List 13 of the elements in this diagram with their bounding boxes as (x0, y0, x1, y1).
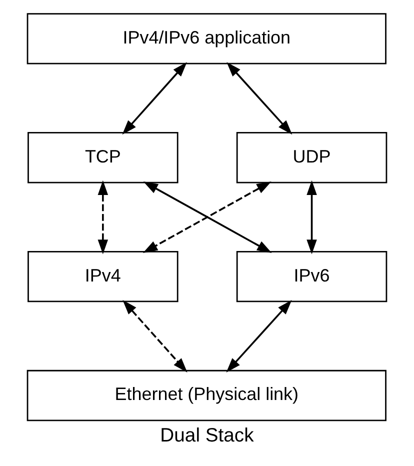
arrow (98, 180, 108, 254)
arrow (226, 300, 292, 373)
arrow (306, 180, 317, 254)
node-box: UDP (236, 132, 388, 184)
node-box: TCP (28, 132, 178, 184)
arrow (122, 62, 187, 135)
node-box: IPv4/IPv6 application (26, 13, 386, 64)
node-box: IPv6 (236, 250, 388, 302)
caption: Dual Stack (160, 424, 254, 446)
arrow (122, 300, 188, 373)
node-box: IPv4 (28, 250, 178, 302)
node-box: Ethernet (Physical link) (26, 370, 386, 422)
arrow (226, 62, 292, 135)
